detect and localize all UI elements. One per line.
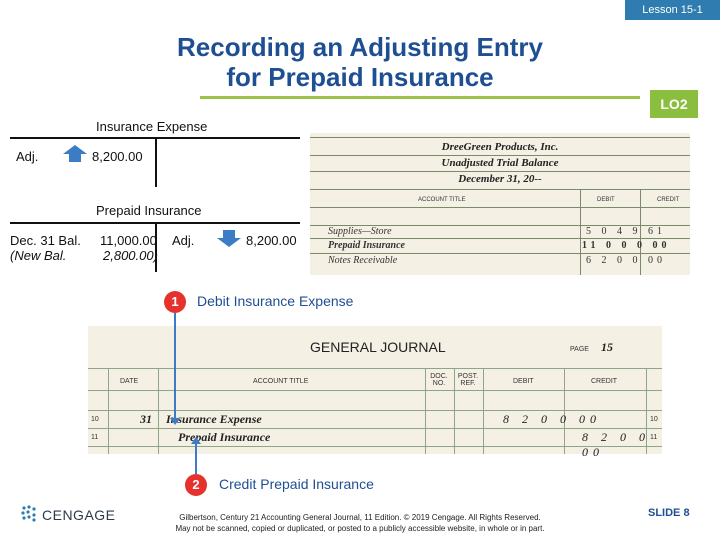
slide-title: Recording an Adjusting Entry for Prepaid… [110,32,610,92]
insurance-expense-adj-amount: 8,200.00 [92,149,143,164]
trial-balance-excerpt: DreeGreen Products, Inc. Unadjusted Tria… [310,133,690,275]
debit-increase-arrow-icon [63,145,87,162]
prepaid-adj-amount: 8,200.00 [246,233,297,248]
gj-line-number: 11 [650,434,658,441]
gj-page-number: 15 [601,340,613,354]
tb-col-title: ACCOUNT TITLE [418,197,466,203]
gj-row11-credit: 8 2 0 0 00 [582,430,650,459]
tb-row-debit: 6 2 0 0 00 [586,255,666,266]
slide-number: SLIDE 8 [648,507,690,519]
insurance-expense-t-divider [155,137,157,187]
insurance-expense-adj-label: Adj. [16,149,39,164]
insurance-expense-title: Insurance Expense [96,119,208,134]
cengage-logo: CENGAGE [20,504,115,529]
gj-row10-title: Insurance Expense [166,412,262,426]
step-1-arrowhead-icon [170,418,180,425]
tb-col-debit: DEBIT [597,197,615,203]
tb-row-debit: 11 0 0 0 00 [582,240,671,251]
gj-row10-day: 31 [140,412,152,426]
gj-line-number: 11 [91,434,99,441]
lesson-tab: Lesson 15-1 [625,0,720,20]
title-line-1: Recording an Adjusting Entry [177,32,543,62]
gj-vline-c [425,368,426,454]
prepaid-adj-label: Adj. [172,233,195,248]
tb-date: December 31, 20-- [458,173,542,185]
gj-title: GENERAL JOURNAL [310,339,446,355]
gj-vline-g [646,368,647,454]
gj-col-title: ACCOUNT TITLE [253,378,309,385]
prepaid-insurance-title: Prepaid Insurance [96,203,202,218]
gj-col-post: POST. REF. [457,373,479,387]
gj-vline-e [483,368,484,454]
tb-row-title: Prepaid Insurance [328,240,405,251]
gj-col-date: DATE [120,378,139,385]
step-2-text: Credit Prepaid Insurance [219,476,374,492]
cengage-mark-icon [21,505,36,522]
gj-rule-row11-top [88,428,662,429]
prepaid-balance-amount: 11,000.00 [100,233,157,248]
step-1-badge: 1 [164,291,186,313]
tb-report: Unadjusted Trial Balance [441,157,559,169]
credit-decrease-arrow-icon [217,230,241,247]
copyright-notice: Gilbertson, Century 21 Accounting Genera… [110,512,610,534]
tb-vline-1 [580,189,581,275]
gj-rule-row10-top [88,410,662,411]
gj-col-debit: DEBIT [513,378,534,385]
step-2-badge: 2 [185,474,207,496]
tb-row-title: Notes Receivable [328,255,398,266]
title-line-2: for Prepaid Insurance [226,62,494,92]
prepaid-insurance-t-divider [155,222,157,272]
tb-rule-3 [310,189,690,190]
tb-rule-2 [310,171,690,172]
gj-rule-header [88,390,662,391]
copyright-line-1: Gilbertson, Century 21 Accounting Genera… [179,513,541,522]
cengage-logo-text: CENGAGE [42,507,116,523]
title-rule [200,96,640,99]
tb-row-title: Supplies—Store [328,226,392,237]
gj-line-number: 10 [650,416,658,423]
gj-vline-f [564,368,565,454]
tb-rule-4 [310,207,690,208]
gj-line-number: 10 [91,416,99,423]
tb-rule-7 [310,253,690,254]
gj-vline-d [454,368,455,454]
tb-company: DreeGreen Products, Inc. [441,141,559,153]
step-1-text: Debit Insurance Expense [197,293,354,309]
tb-rule-top [310,137,690,138]
lo-badge: LO2 [650,90,698,118]
gj-col-credit: CREDIT [591,378,618,385]
tb-vline-2 [640,189,641,275]
tb-rule-5 [310,225,690,226]
prepaid-balance-label: Dec. 31 Bal. [10,233,81,248]
prepaid-new-balance-amount: 2,800.00) [103,248,158,263]
gj-vline-b [158,368,159,454]
tb-row-debit: 5 0 4 9 61 [586,226,666,237]
gj-row10-debit: 8 2 0 0 00 [503,412,601,426]
gj-page-label: PAGE [570,346,589,353]
gj-row11-title: Prepaid Insurance [178,430,271,444]
general-journal-excerpt: GENERAL JOURNAL PAGE 15 DATE ACCOUNT TIT… [88,326,662,459]
gj-rule-bottom [88,446,662,447]
copyright-line-2: May not be scanned, copied or duplicated… [175,524,545,533]
gj-col-doc: DOC. NO. [430,373,448,387]
gj-rule-top [88,368,662,369]
gj-vline-a [108,368,109,454]
tb-rule-6 [310,238,690,239]
tb-rule-1 [310,155,690,156]
tb-col-credit: CREDIT [657,197,680,203]
prepaid-new-balance-label: (New Bal. [10,248,67,263]
step-2-arrowhead-icon [191,437,201,444]
